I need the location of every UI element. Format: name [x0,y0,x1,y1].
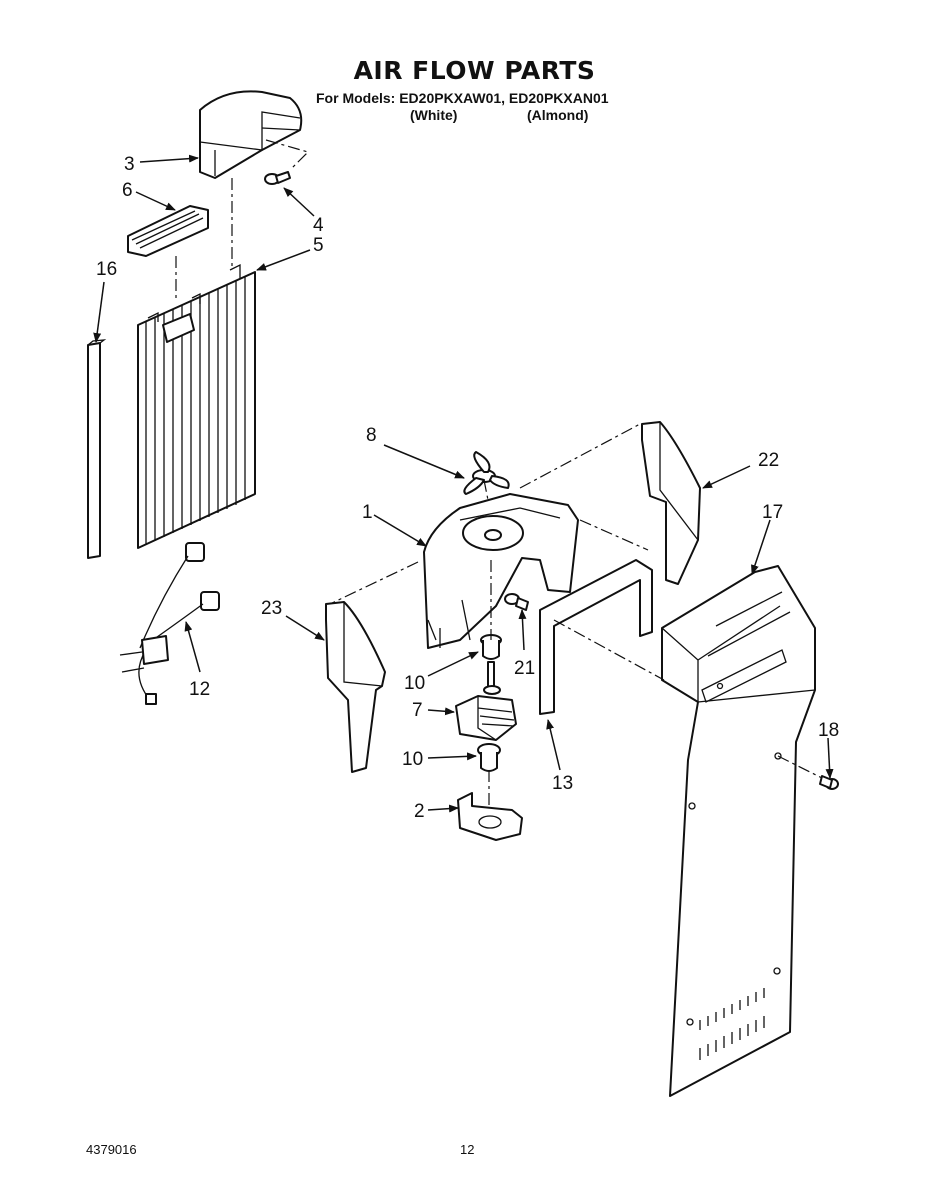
callout-1: 1 [362,502,373,523]
page-number: 12 [460,1142,475,1157]
models-line: For Models: ED20PKXAW01, ED20PKXAN01 [316,90,609,106]
part-6-grille [127,205,209,257]
part-3-duct-cap [199,90,303,179]
callout-leaders [93,154,834,813]
part-1-fan-housing [423,493,579,649]
callout-7: 7 [412,700,423,721]
part-13-u-gasket [539,559,653,715]
callout-22: 22 [758,450,779,471]
assembly-guide-lines [175,139,823,806]
callout-16: 16 [96,259,117,280]
callout-3: 3 [124,154,135,175]
callout-6: 6 [122,180,133,201]
part-21-screw [504,593,529,611]
part-8-fan-blade [463,451,510,495]
part-10-grommet-lower [477,743,501,772]
callout-labels: 3 6 4 5 16 8 22 1 17 23 21 10 12 7 18 10… [96,154,839,822]
callout-13: 13 [552,773,573,794]
callout-8: 8 [366,425,377,446]
callout-18: 18 [818,720,839,741]
part-18-screw [819,775,839,790]
document-number: 4379016 [86,1142,137,1157]
part-5-evaporator-panel [137,263,256,549]
page-title: AIR FLOW PARTS [353,56,596,85]
part-17-rear-duct [661,565,816,1097]
part-22-right-baffle [641,421,701,585]
callout-12: 12 [189,679,210,700]
part-23-left-baffle [325,601,386,773]
callout-2: 2 [414,801,425,822]
callout-5: 5 [313,235,324,256]
callout-21: 21 [514,658,535,679]
part-4-screw [264,171,291,185]
callout-10-lower: 10 [402,749,423,770]
part-12-wiring-harness [119,542,220,705]
callout-23: 23 [261,598,282,619]
variant-white: (White) [410,107,458,123]
part-7-fan-motor [455,685,517,741]
callout-10-upper: 10 [404,673,425,694]
part-2-motor-bracket [457,792,523,841]
part-10-grommet-upper [480,634,502,691]
callout-4: 4 [313,215,324,236]
callout-17: 17 [762,502,783,523]
part-16-gasket-strip [87,339,107,559]
variant-almond: (Almond) [527,107,589,123]
